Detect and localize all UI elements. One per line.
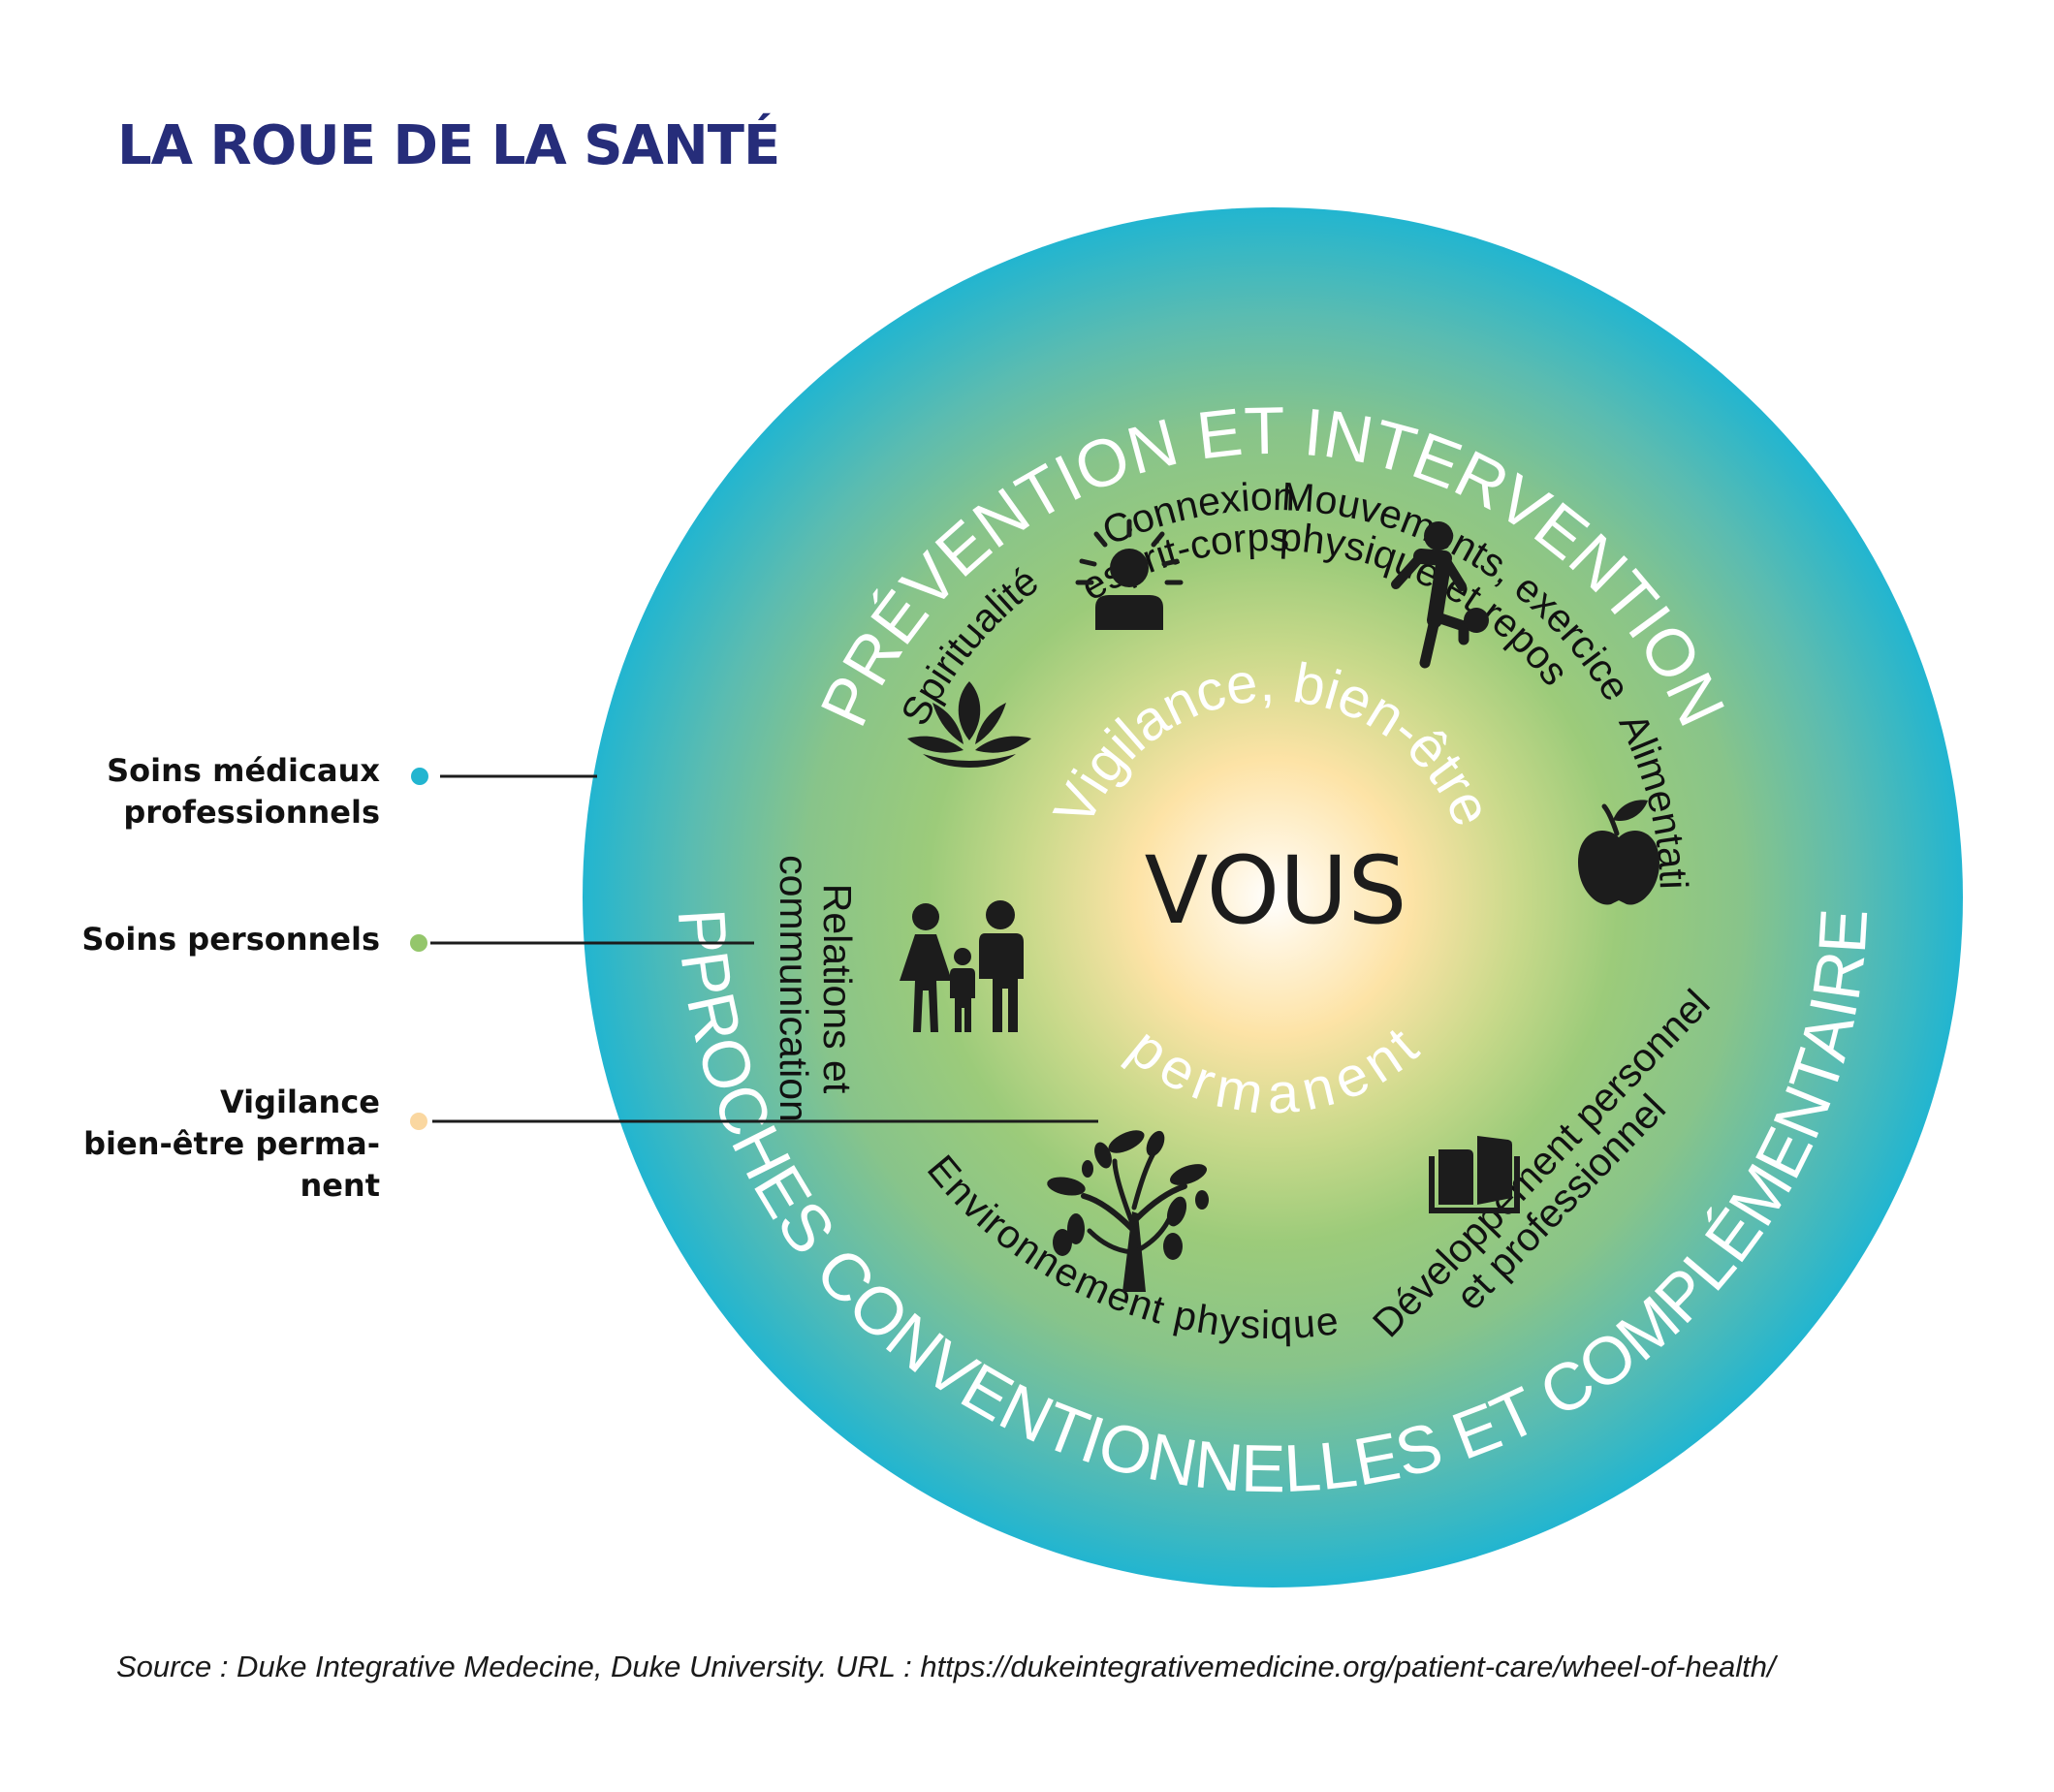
person-radiating-icon [1075,519,1184,630]
legend-label-line: bien-être perma- [83,1125,380,1162]
legend-dot-medical [411,768,428,785]
legend-label-line: Soins médicaux [107,752,380,789]
segment-label-relations-1: Relations et [815,884,860,1094]
legend-label-line: professionnels [123,794,380,831]
legend-dot-vigilance [410,1113,427,1130]
legend-item-medical: Soins médicaux professionnels [107,750,380,833]
legend-label-line: Soins personnels [81,921,380,958]
family-icon [900,900,1024,1032]
tree-icon [1047,1130,1209,1292]
legend-label-line: Vigilance [219,1084,380,1120]
legend-label-line: nent [300,1167,380,1204]
soccer-player-icon [1391,521,1489,669]
apple-icon [1578,800,1659,905]
wheel-disc [583,207,1963,1588]
open-book-icon [1429,1136,1520,1213]
legend-dot-personal [410,934,427,952]
legend-item-personal: Soins personnels [81,919,380,960]
segment-label-relations-2: communication [772,855,816,1122]
page-title: LA ROUE DE LA SANTÉ [117,114,780,177]
center-label: VOUS [1145,836,1407,945]
lotus-icon [907,681,1031,768]
legend-item-vigilance: Vigilance bien-être perma- nent [83,1082,380,1207]
source-note: Source : Duke Integrative Medecine, Duke… [116,1650,1776,1683]
